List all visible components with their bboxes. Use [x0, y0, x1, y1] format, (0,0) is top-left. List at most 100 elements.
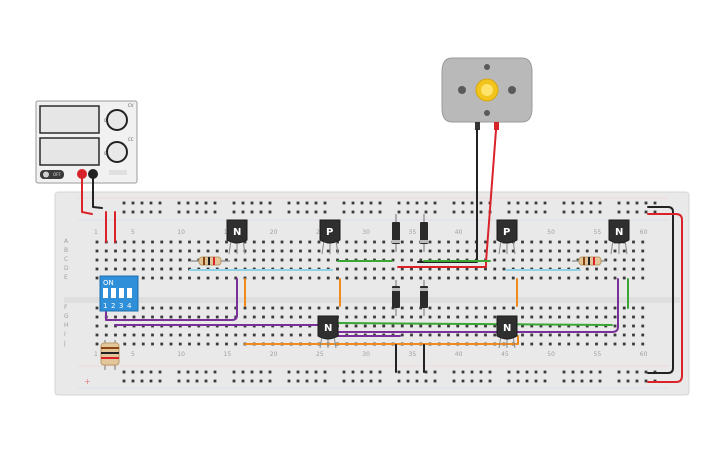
breadboard-hole[interactable] — [507, 210, 511, 214]
breadboard-hole[interactable] — [299, 333, 302, 337]
breadboard-hole[interactable] — [635, 201, 639, 205]
breadboard-hole[interactable] — [369, 370, 373, 374]
breadboard-hole[interactable] — [122, 210, 126, 214]
breadboard-hole[interactable] — [567, 258, 571, 262]
breadboard-hole[interactable] — [530, 342, 534, 346]
breadboard-hole[interactable] — [534, 201, 538, 205]
breadboard-hole[interactable] — [558, 315, 561, 319]
breadboard-hole[interactable] — [369, 201, 373, 205]
breadboard-hole[interactable] — [632, 249, 635, 253]
breadboard-hole[interactable] — [428, 324, 432, 328]
breadboard-hole[interactable] — [280, 315, 284, 319]
breadboard-hole[interactable] — [287, 201, 291, 205]
supply-wire-black[interactable] — [92, 178, 103, 209]
supply-wire-red[interactable] — [81, 178, 93, 215]
breadboard-hole[interactable] — [567, 240, 571, 244]
breadboard-hole[interactable] — [123, 342, 127, 346]
breadboard-hole[interactable] — [140, 210, 144, 214]
breadboard-hole[interactable] — [410, 276, 413, 280]
transistor-t3[interactable]: P — [496, 219, 518, 255]
breadboard-hole[interactable] — [132, 267, 136, 271]
breadboard-hole[interactable] — [502, 249, 506, 253]
breadboard-hole[interactable] — [206, 249, 210, 253]
breadboard-hole[interactable] — [484, 315, 487, 319]
breadboard-hole[interactable] — [437, 315, 441, 319]
breadboard-hole[interactable] — [169, 315, 173, 319]
breadboard-hole[interactable] — [410, 240, 413, 244]
breadboard-hole[interactable] — [271, 315, 275, 319]
breadboard-hole[interactable] — [351, 379, 355, 383]
breadboard-hole[interactable] — [400, 276, 404, 280]
breadboard-hole[interactable] — [262, 276, 265, 280]
breadboard-hole[interactable] — [632, 333, 635, 337]
breadboard-hole[interactable] — [617, 379, 621, 383]
breadboard-hole[interactable] — [336, 258, 339, 262]
breadboard-hole[interactable] — [289, 306, 293, 310]
breadboard-hole[interactable] — [644, 201, 648, 205]
breadboard-hole[interactable] — [632, 324, 635, 328]
breadboard-hole[interactable] — [354, 249, 358, 253]
breadboard-hole[interactable] — [299, 258, 302, 262]
breadboard-hole[interactable] — [308, 333, 312, 337]
breadboard-hole[interactable] — [576, 276, 580, 280]
breadboard-hole[interactable] — [206, 306, 210, 310]
breadboard-hole[interactable] — [530, 249, 534, 253]
breadboard-hole[interactable] — [632, 258, 635, 262]
breadboard-hole[interactable] — [493, 267, 497, 271]
breadboard-hole[interactable] — [525, 370, 529, 374]
breadboard-hole[interactable] — [188, 276, 191, 280]
breadboard-hole[interactable] — [641, 249, 645, 253]
breadboard-hole[interactable] — [95, 324, 99, 328]
breadboard-hole[interactable] — [360, 210, 364, 214]
breadboard-hole[interactable] — [521, 258, 524, 262]
breadboard-hole[interactable] — [530, 333, 534, 337]
breadboard-hole[interactable] — [95, 267, 99, 271]
breadboard-hole[interactable] — [558, 240, 561, 244]
breadboard-hole[interactable] — [641, 333, 645, 337]
breadboard-hole[interactable] — [613, 249, 617, 253]
breadboard-hole[interactable] — [140, 201, 144, 205]
breadboard-hole[interactable] — [428, 333, 432, 337]
breadboard-hole[interactable] — [493, 306, 497, 310]
breadboard-hole[interactable] — [308, 240, 312, 244]
breadboard-hole[interactable] — [197, 249, 201, 253]
breadboard-hole[interactable] — [259, 201, 263, 205]
breadboard-hole[interactable] — [447, 306, 450, 310]
breadboard-hole[interactable] — [580, 379, 584, 383]
breadboard-hole[interactable] — [613, 342, 617, 346]
breadboard-hole[interactable] — [521, 306, 524, 310]
breadboard-hole[interactable] — [252, 315, 256, 319]
breadboard-hole[interactable] — [323, 201, 327, 205]
breadboard-hole[interactable] — [317, 258, 321, 262]
breadboard-hole[interactable] — [516, 370, 520, 374]
breadboard-hole[interactable] — [479, 201, 483, 205]
breadboard-hole[interactable] — [576, 258, 580, 262]
breadboard-hole[interactable] — [641, 258, 645, 262]
positive-terminal[interactable] — [77, 169, 87, 179]
breadboard-hole[interactable] — [641, 306, 645, 310]
breadboard-hole[interactable] — [391, 315, 395, 319]
breadboard-hole[interactable] — [433, 201, 437, 205]
breadboard-hole[interactable] — [363, 249, 367, 253]
breadboard-hole[interactable] — [585, 315, 589, 319]
breadboard-hole[interactable] — [632, 342, 635, 346]
breadboard-hole[interactable] — [604, 342, 608, 346]
breadboard-hole[interactable] — [252, 249, 256, 253]
breadboard-hole[interactable] — [493, 240, 497, 244]
breadboard-hole[interactable] — [95, 306, 99, 310]
breadboard-hole[interactable] — [511, 306, 515, 310]
breadboard-hole[interactable] — [507, 201, 511, 205]
breadboard-hole[interactable] — [415, 379, 419, 383]
breadboard-hole[interactable] — [548, 342, 552, 346]
breadboard-hole[interactable] — [345, 267, 349, 271]
breadboard-hole[interactable] — [534, 379, 538, 383]
breadboard-hole[interactable] — [141, 315, 145, 319]
breadboard-hole[interactable] — [326, 306, 330, 310]
breadboard-hole[interactable] — [567, 324, 571, 328]
breadboard-hole[interactable] — [484, 324, 487, 328]
breadboard-hole[interactable] — [314, 210, 318, 214]
breadboard-hole[interactable] — [360, 379, 364, 383]
breadboard-hole[interactable] — [149, 370, 153, 374]
breadboard-hole[interactable] — [232, 379, 236, 383]
breadboard-hole[interactable] — [585, 276, 589, 280]
